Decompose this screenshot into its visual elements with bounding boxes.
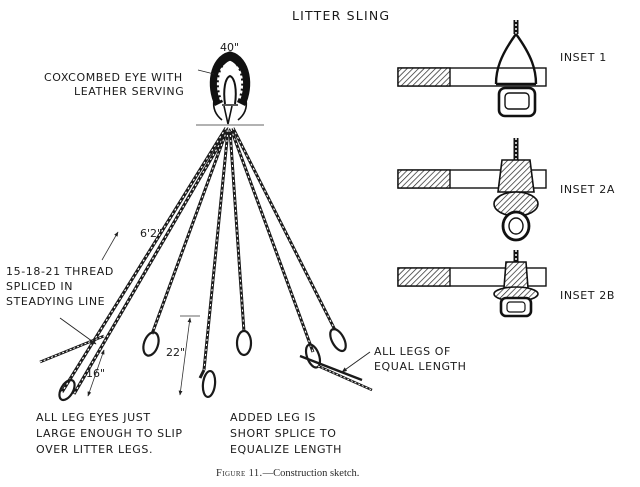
inset-2a-label: INSET 2A bbox=[560, 183, 615, 196]
right-lashing-lines bbox=[299, 354, 373, 392]
eyes-label-line-2: LARGE ENOUGH TO SLIP bbox=[36, 427, 183, 440]
eye-label-line-2: LEATHER SERVING bbox=[74, 85, 185, 98]
figure-number: Figure 11. bbox=[216, 468, 263, 479]
added-label-line-1: ADDED LEG IS bbox=[230, 411, 316, 424]
coxcombed-eye bbox=[209, 51, 251, 125]
eye-leader bbox=[197, 69, 215, 75]
inset-2b-drawing bbox=[397, 250, 547, 318]
eye-label-line-1: COXCOMBED EYE WITH bbox=[44, 71, 183, 84]
thread-label-line-2: SPLICED IN bbox=[6, 280, 74, 293]
inset-2b-label: INSET 2B bbox=[560, 289, 615, 302]
page-title: LITTER SLING bbox=[292, 8, 391, 23]
equal-label-line-1: ALL LEGS OF bbox=[374, 345, 451, 358]
eye-size-dimension-arrow bbox=[87, 349, 105, 397]
inset-1-label: INSET 1 bbox=[560, 51, 607, 64]
leg-length-dimension: 6'2" bbox=[140, 227, 163, 240]
added-leg-dimension-arrow bbox=[178, 317, 192, 396]
thread-label-line-3: STEADYING LINE bbox=[6, 295, 106, 308]
equal-label-line-2: EQUAL LENGTH bbox=[374, 360, 467, 373]
inset-1-drawing bbox=[397, 20, 547, 118]
added-label-line-2: SHORT SPLICE TO bbox=[230, 427, 337, 440]
equal-leader bbox=[341, 351, 371, 373]
inset-2a-drawing bbox=[397, 138, 547, 242]
thread-label-line-1: 15-18-21 THREAD bbox=[6, 265, 115, 278]
added-leg-dimension: 22" bbox=[166, 346, 186, 359]
figure-caption: Figure 11.—Construction sketch. bbox=[216, 468, 359, 479]
eye-size-dimension: 16" bbox=[86, 367, 106, 380]
eyes-label-line-3: OVER LITTER LEGS. bbox=[36, 443, 154, 456]
eye-width-dimension: 40" bbox=[220, 41, 240, 54]
leg-dimension-arrow bbox=[101, 231, 119, 261]
figure-caption-text: —Construction sketch. bbox=[262, 468, 360, 479]
added-label-line-3: EQUALIZE LENGTH bbox=[230, 443, 342, 456]
thread-leader bbox=[59, 317, 97, 345]
eyes-label-line-1: ALL LEG EYES JUST bbox=[36, 411, 151, 424]
